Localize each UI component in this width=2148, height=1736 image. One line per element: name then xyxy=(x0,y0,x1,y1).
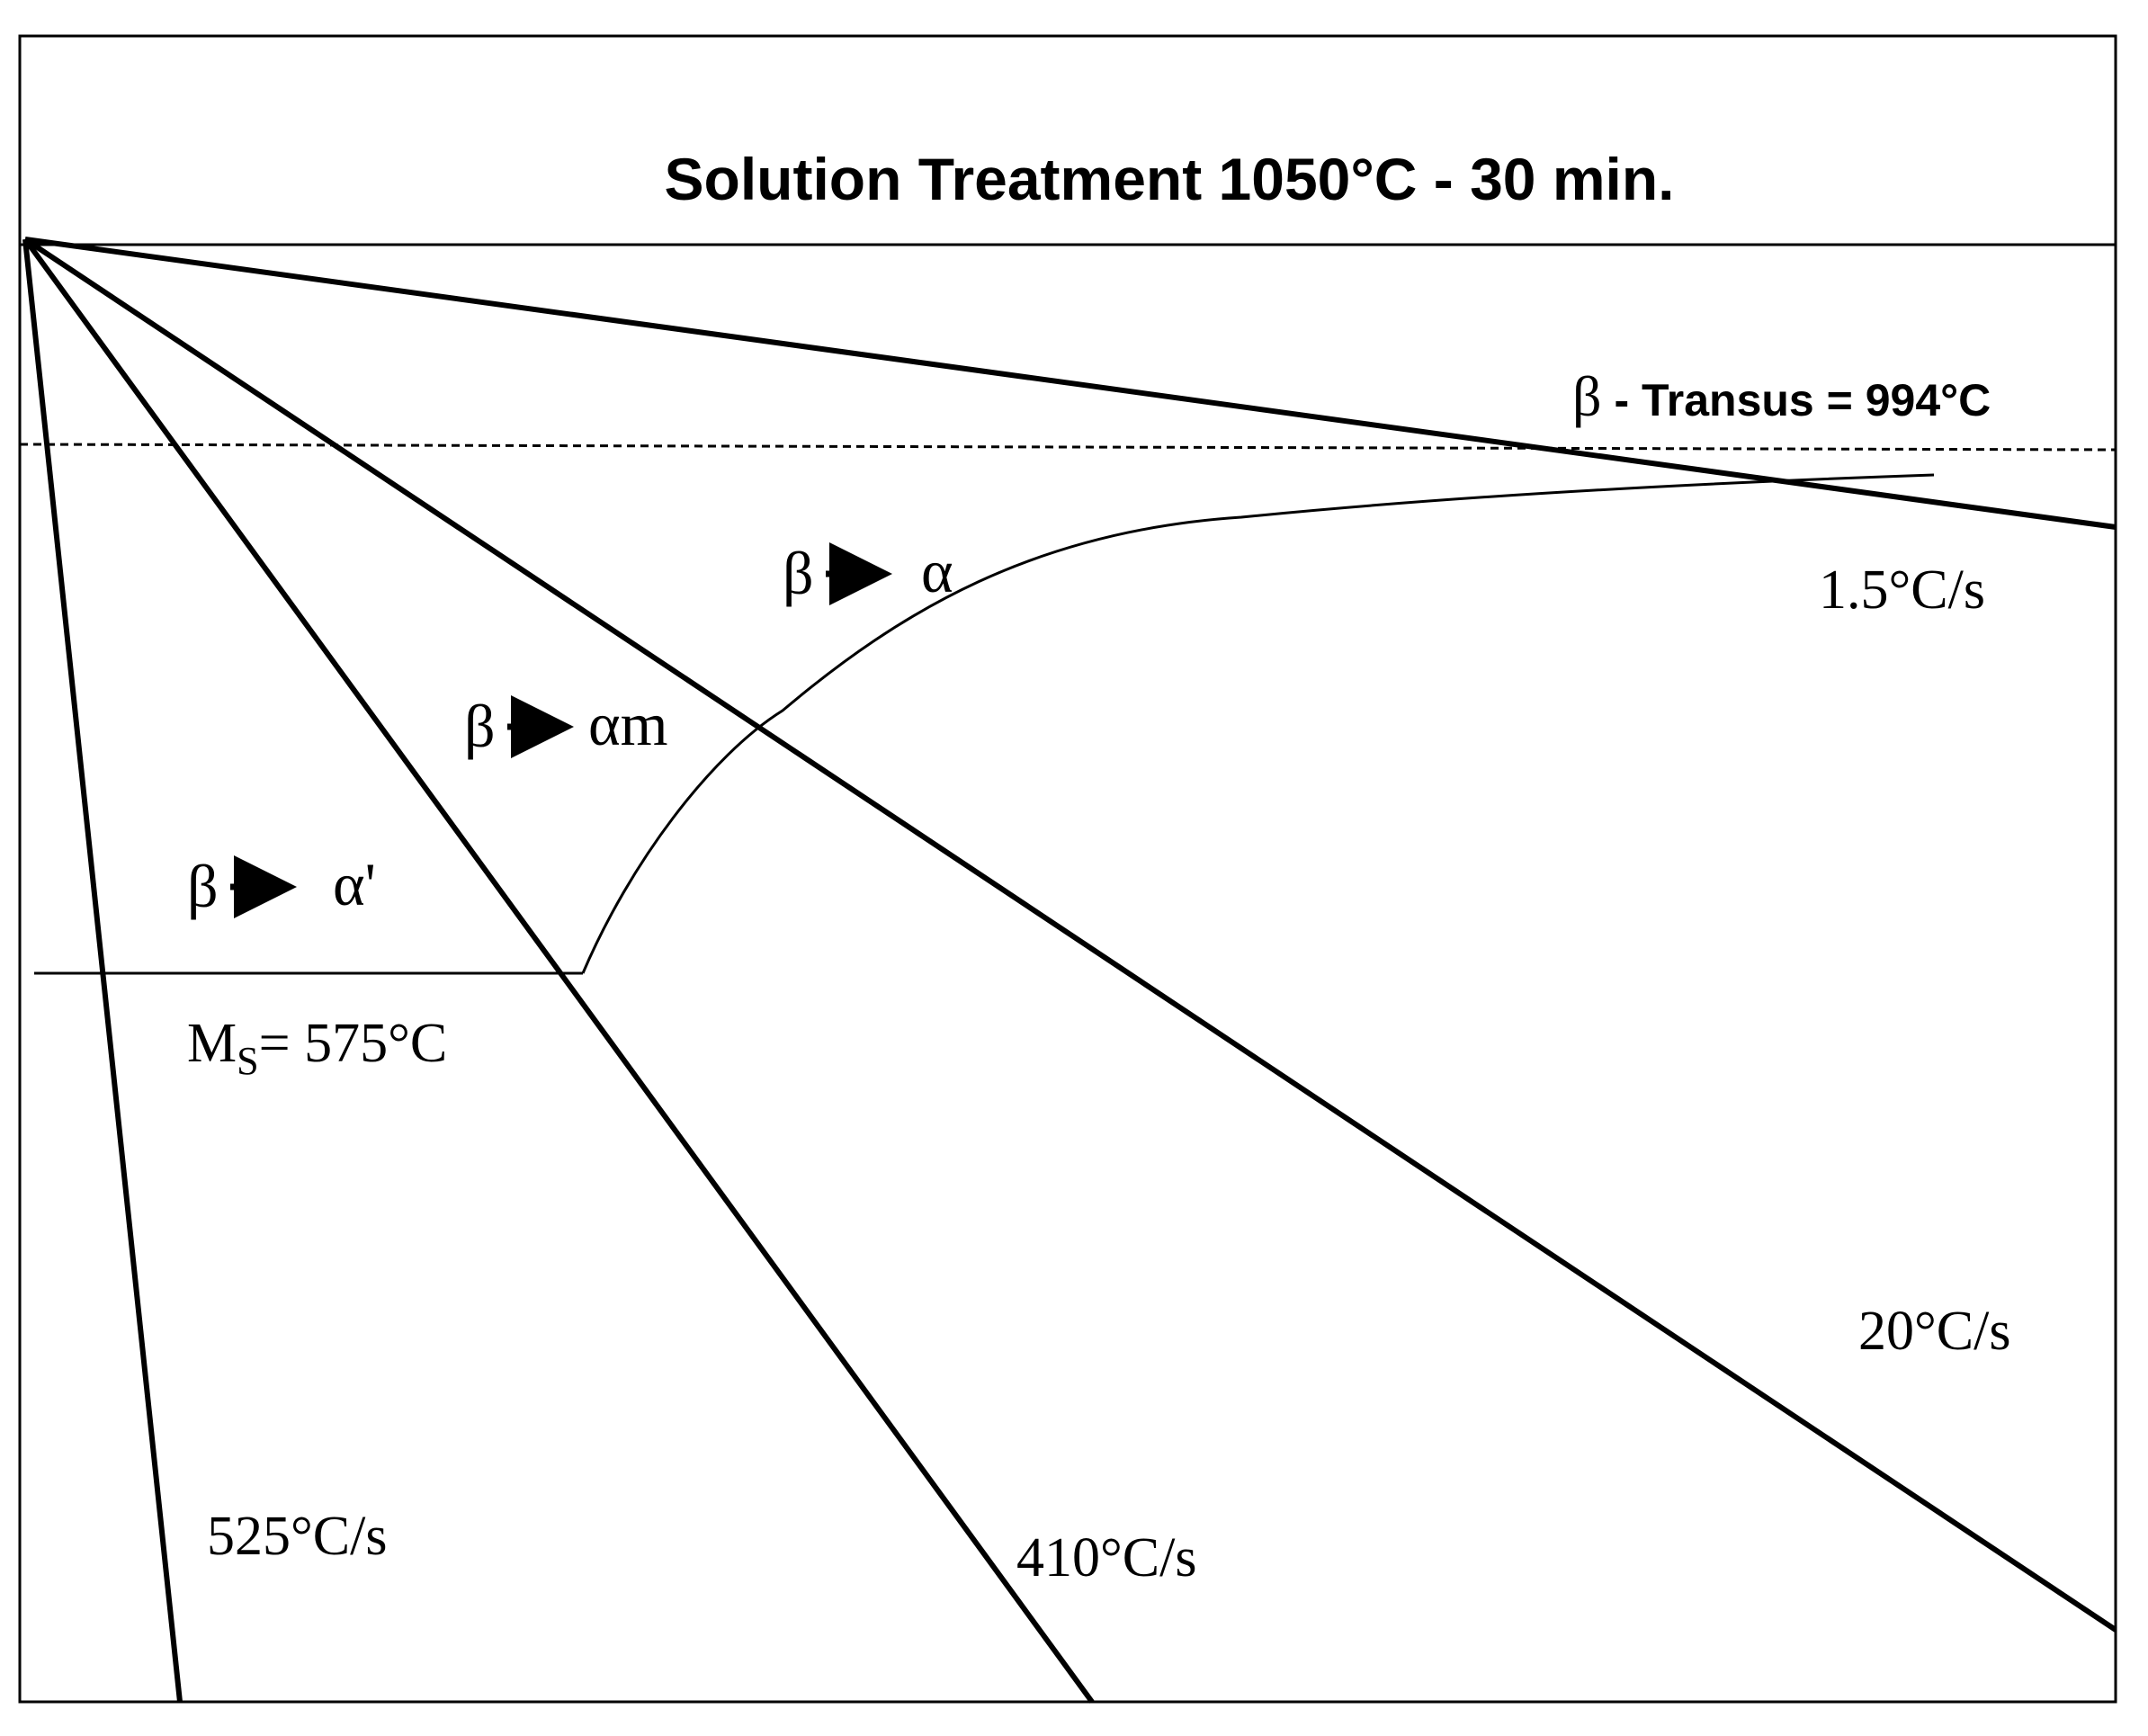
svg-text:α: α xyxy=(921,537,953,605)
cooling-line-525 xyxy=(22,238,183,1703)
svg-text:α': α' xyxy=(333,850,376,918)
label-beta-to-alpha: β α xyxy=(783,537,953,607)
rate-label-525: 525°C/s xyxy=(207,1506,388,1567)
label-beta-to-alpha-m: β αm xyxy=(464,690,668,760)
transus-text: - Transus = 994°C xyxy=(1602,375,1991,425)
beta-transus-label: β - Transus = 994°C xyxy=(1572,364,1991,428)
rate-label-20: 20°C/s xyxy=(1858,1301,2011,1362)
ms-label: MS= 575°C xyxy=(187,1013,447,1083)
svg-text:β: β xyxy=(783,539,814,607)
cooling-line-1-5 xyxy=(24,237,2117,530)
diagram-title: Solution Treatment 1050°C - 30 min. xyxy=(665,146,1675,212)
rate-label-1-5: 1.5°C/s xyxy=(1819,559,1985,621)
rate-label-410: 410°C/s xyxy=(1016,1527,1197,1588)
cooling-line-20 xyxy=(23,237,2117,1633)
svg-text:β: β xyxy=(187,852,219,920)
beta-transus-line xyxy=(19,443,2117,452)
transformation-start-curve xyxy=(581,473,1935,974)
label-beta-to-alpha-prime: β α' xyxy=(187,850,376,920)
cooling-line-410 xyxy=(22,237,1095,1704)
svg-text:β: β xyxy=(464,692,496,760)
svg-text:αm: αm xyxy=(588,690,668,758)
beta-symbol: β xyxy=(1572,364,1602,428)
outer-frame xyxy=(18,34,2117,1704)
